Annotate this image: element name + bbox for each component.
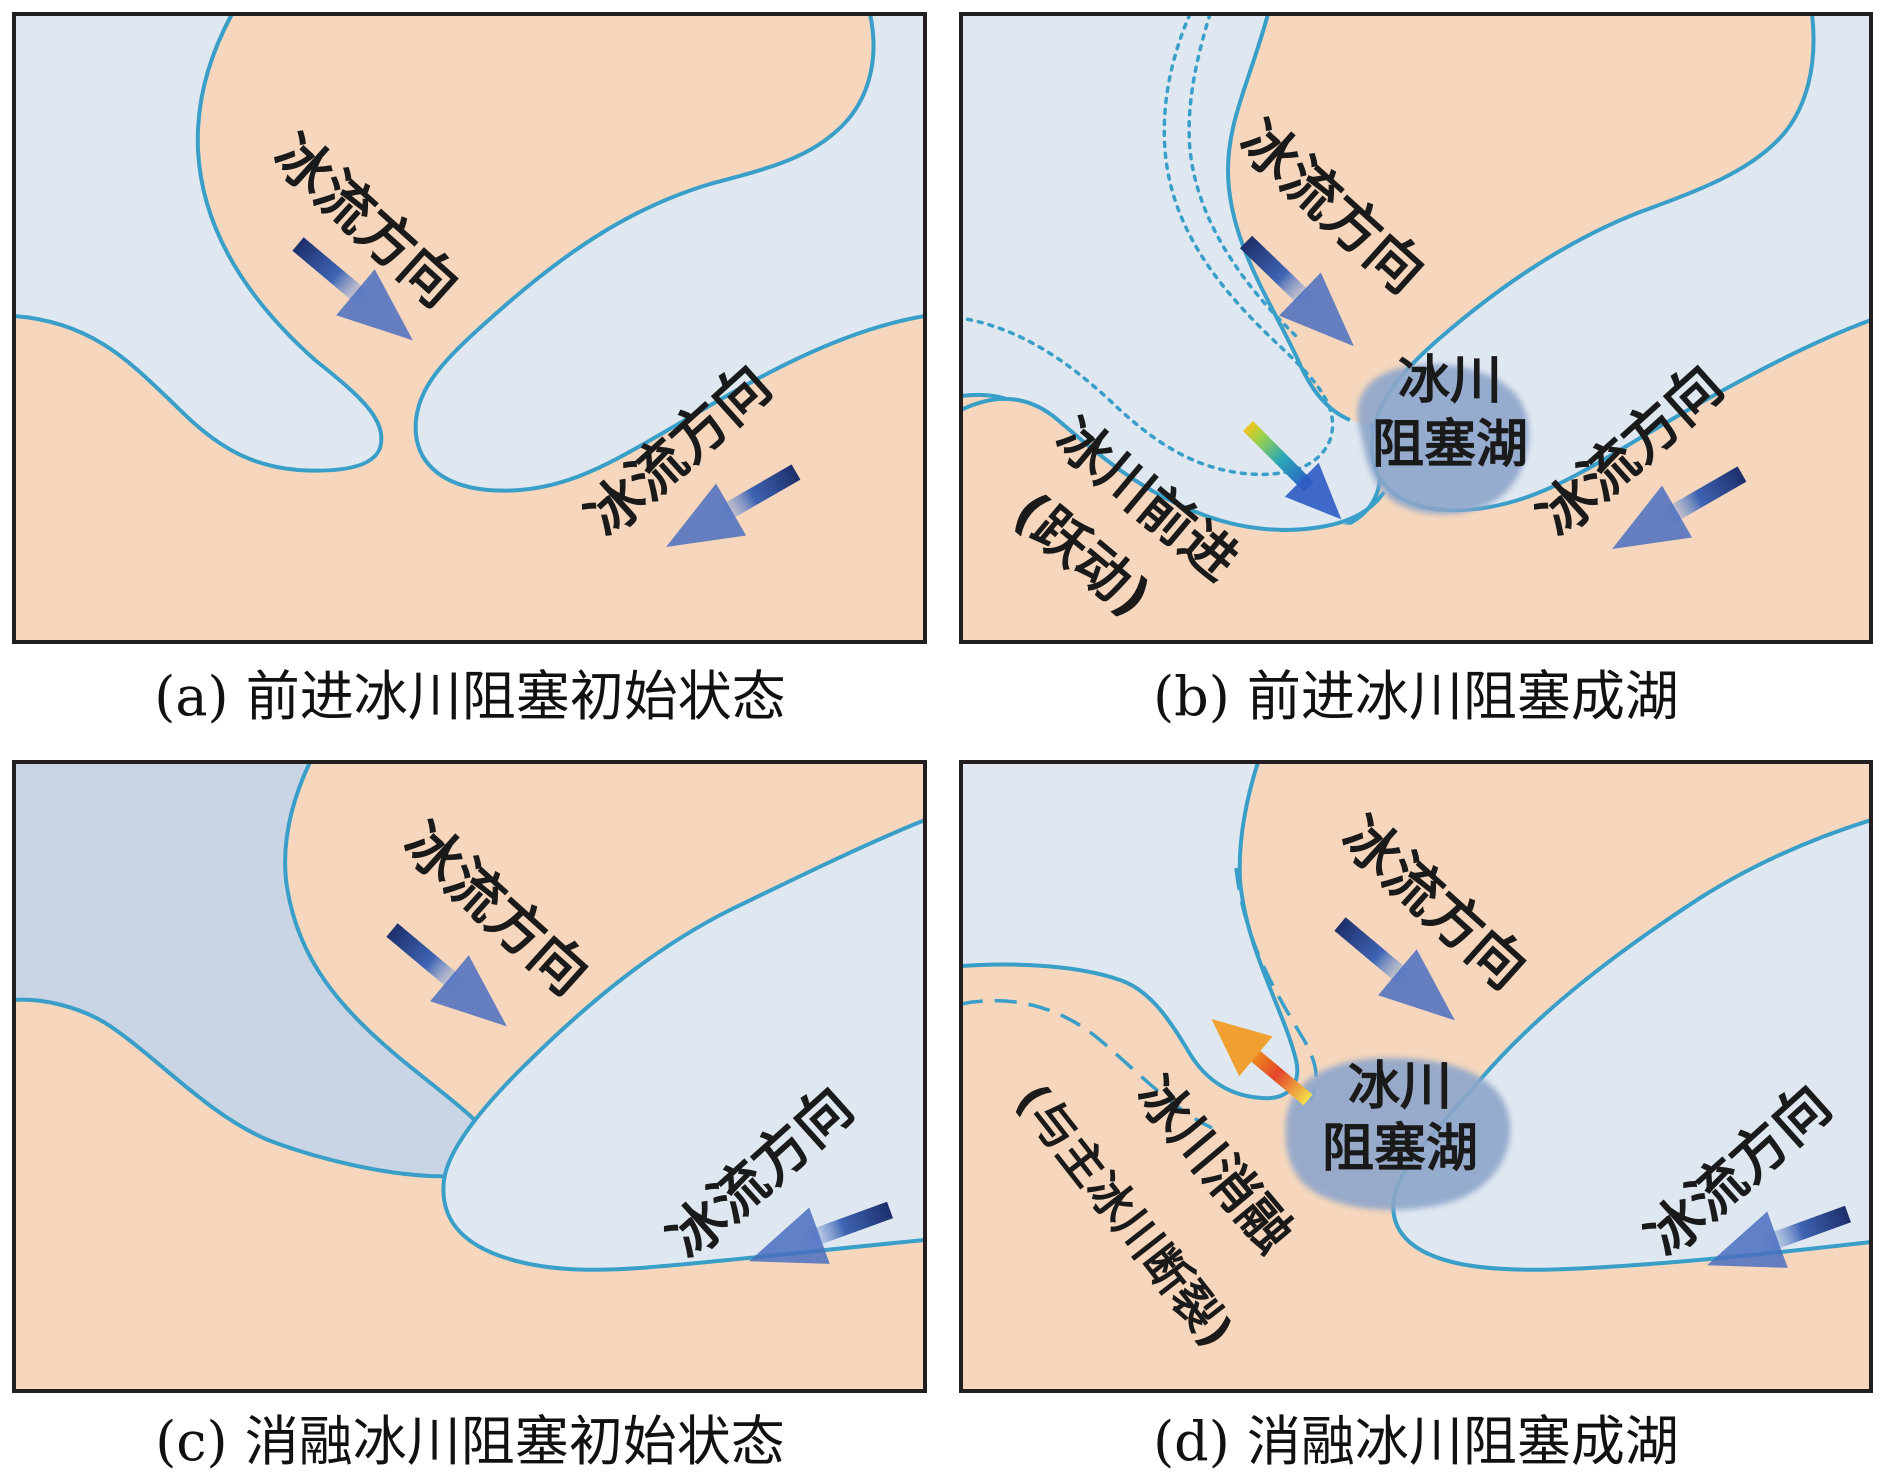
lake-label-line1: 冰川	[1398, 351, 1502, 411]
ice-dammed-lake	[1285, 1057, 1511, 1210]
main-glacier	[413, 14, 925, 493]
panel-frame	[12, 12, 927, 644]
panel-frame	[959, 12, 1873, 644]
land-area	[961, 398, 1381, 642]
panel-c: 冰流方向 冰流方向 (c) 消融冰川阻塞初始状态	[12, 760, 927, 1473]
tributary-glacier	[961, 762, 1298, 1099]
previous-glacier-outline	[1187, 14, 1298, 338]
ice-dammed-lake	[1357, 364, 1529, 515]
main-glacier	[441, 818, 925, 1272]
panel-caption: (a) 前进冰川阻塞初始状态	[154, 665, 786, 728]
tributary-glacier	[14, 762, 497, 1177]
panel-b: 冰流方向 冰流方向 冰川 阻塞湖 冰川前进 (跃动) (b) 前进冰川阻塞成湖	[959, 12, 1873, 728]
land-area	[1228, 14, 1871, 424]
tributary-glacier	[14, 14, 384, 473]
panel-caption: (d) 消融冰川阻塞成湖	[1153, 1410, 1679, 1473]
panel-d: 冰流方向 冰流方向 冰川 阻塞湖 冰川消融 (与主冰川断裂) (d) 消融冰川阻…	[959, 760, 1873, 1473]
panel-a: 冰流方向 冰流方向 (a) 前进冰川阻塞初始状态	[12, 12, 927, 728]
melt-arrow-icon	[1211, 1019, 1313, 1106]
glacier-outline	[961, 762, 1300, 1101]
former-glacier-outline	[961, 998, 1213, 1130]
former-glacier-outline	[1234, 867, 1318, 1101]
lake-label-line2: 阻塞湖	[1322, 1119, 1478, 1179]
panel-frame	[12, 760, 927, 1393]
previous-glacier-outline	[961, 14, 1335, 477]
glacier-outline	[961, 396, 1386, 532]
lake-label-line2: 阻塞湖	[1372, 415, 1528, 475]
panel-caption: (c) 消融冰川阻塞初始状态	[155, 1410, 785, 1473]
advance-arrow-icon	[1243, 421, 1342, 520]
panel-caption: (b) 前进冰川阻塞成湖	[1153, 665, 1679, 728]
panel-frame	[959, 760, 1873, 1393]
lake-label-line1: 冰川	[1348, 1057, 1452, 1117]
